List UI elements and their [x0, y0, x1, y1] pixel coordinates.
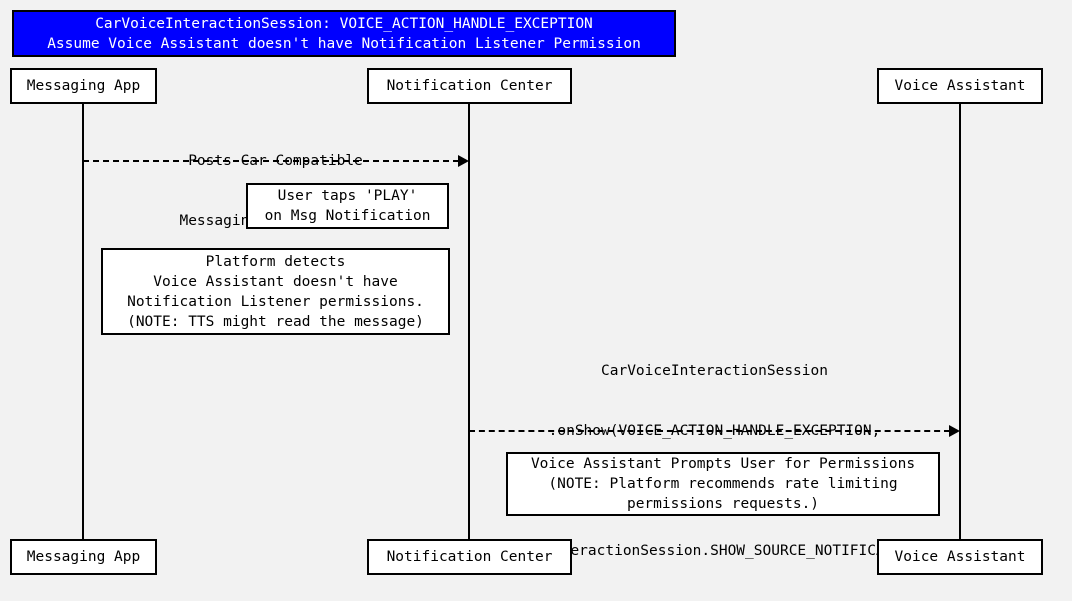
note-platform-detects: Platform detects Voice Assistant doesn't… — [101, 248, 450, 335]
participant-top-voice-assistant[interactable]: Voice Assistant — [877, 68, 1043, 104]
participant-label: Voice Assistant — [894, 78, 1026, 94]
note-line-1: Voice Assistant Prompts User for Permiss… — [530, 456, 916, 472]
participant-label: Voice Assistant — [894, 549, 1026, 565]
participant-top-messaging-app[interactable]: Messaging App — [10, 68, 157, 104]
message-arrow-on-show — [469, 430, 950, 432]
message-label-line-1: CarVoiceInteractionSession — [601, 363, 828, 379]
lifeline-notification-center — [468, 103, 470, 539]
participant-label: Notification Center — [386, 549, 553, 565]
arrow-head-icon-post-notification — [458, 155, 469, 167]
note-line-1: Platform detects — [205, 253, 346, 270]
participant-bottom-notification-center[interactable]: Notification Center — [367, 539, 572, 575]
arrow-head-icon-on-show — [949, 425, 960, 437]
diagram-title-line-1: CarVoiceInteractionSession: VOICE_ACTION… — [95, 15, 593, 32]
participant-top-notification-center[interactable]: Notification Center — [367, 68, 572, 104]
participant-bottom-messaging-app[interactable]: Messaging App — [10, 539, 157, 575]
note-line-4: (NOTE: TTS might read the message) — [127, 313, 424, 330]
participant-label: Notification Center — [386, 78, 553, 94]
note-line-3: Notification Listener permissions. — [127, 293, 424, 310]
note-line-3: permissions requests.) — [626, 496, 820, 512]
note-user-taps-play: User taps 'PLAY' on Msg Notification — [246, 183, 449, 229]
note-line-2: (NOTE: Platform recommends rate limiting — [548, 476, 898, 492]
message-arrow-post-notification — [83, 160, 459, 162]
note-line-2: Voice Assistant doesn't have — [153, 273, 398, 290]
diagram-title-line-2: Assume Voice Assistant doesn't have Noti… — [47, 35, 641, 52]
lifeline-messaging-app — [82, 103, 84, 539]
participant-label: Messaging App — [26, 78, 141, 94]
participant-bottom-voice-assistant[interactable]: Voice Assistant — [877, 539, 1043, 575]
diagram-title-banner: CarVoiceInteractionSession: VOICE_ACTION… — [12, 10, 676, 57]
message-label-line-4: VoiceInteractionSession.SHOW_SOURCE_NOTI… — [500, 543, 929, 559]
note-line-1: User taps 'PLAY' — [277, 188, 418, 204]
note-prompts-permissions: Voice Assistant Prompts User for Permiss… — [506, 452, 940, 516]
note-line-2: on Msg Notification — [264, 208, 431, 224]
participant-label: Messaging App — [26, 549, 141, 565]
lifeline-voice-assistant — [959, 103, 961, 539]
